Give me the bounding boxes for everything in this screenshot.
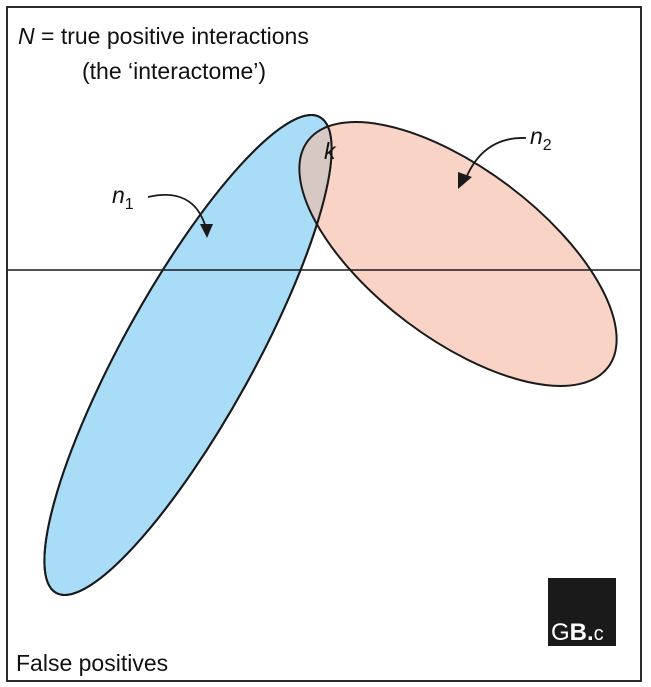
set1-arrowhead [200, 224, 213, 238]
overlap-region [298, 121, 377, 387]
set1-label: n1 [112, 182, 134, 213]
set1-outline [43, 114, 333, 596]
logo-text: GB.c [551, 619, 604, 646]
false-positives-label: False positives [16, 650, 168, 676]
logo-background [548, 578, 616, 646]
set1-arrow [147, 193, 207, 229]
set2-label: n2 [530, 123, 552, 154]
title-line-1: N = true positive interactions [18, 23, 309, 49]
set2-arrowhead [458, 172, 472, 189]
overlap-label: k [324, 138, 337, 164]
frame-border [6, 6, 642, 682]
set2-arrow [465, 137, 527, 179]
title-line-2: (the ‘interactome’) [82, 58, 266, 84]
publisher-logo: GB.c [548, 578, 616, 646]
